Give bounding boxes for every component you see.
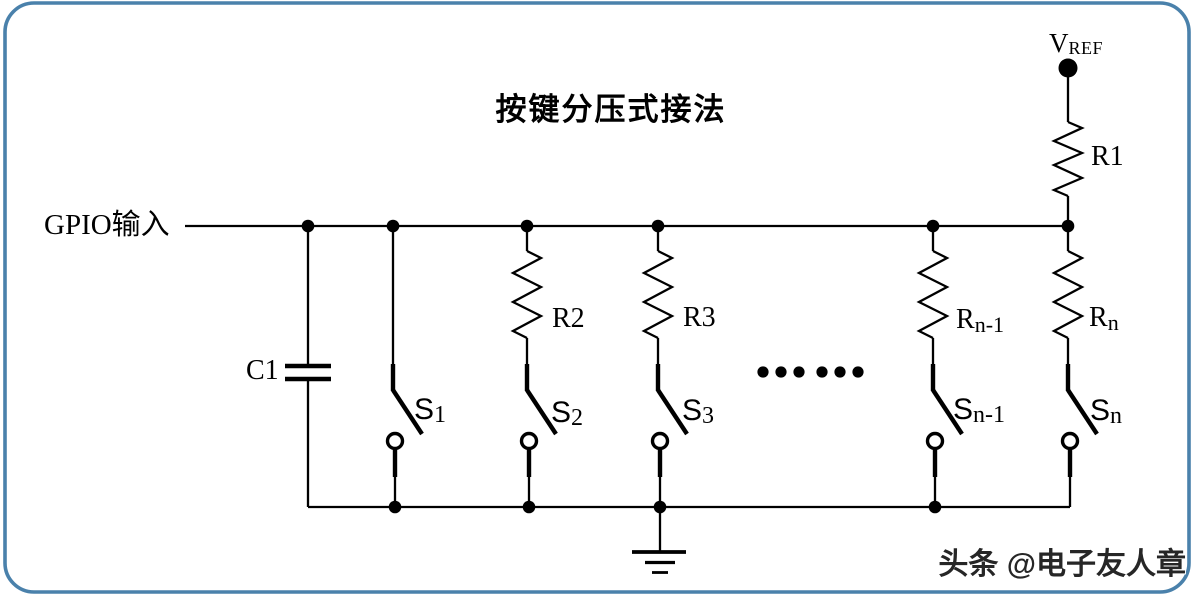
branch-rn-sn — [1051, 226, 1099, 507]
resistor-rn-1-label: Rn-1 — [956, 304, 1005, 337]
switch-s1-label-main: S — [414, 393, 435, 426]
resistor-r2-symbol — [510, 249, 544, 340]
switch-sn-label: Sn — [1090, 394, 1123, 429]
bottom-bus-wire — [308, 500, 1070, 514]
diagram-title: 按键分压式接法 — [495, 92, 727, 127]
switch-s1-label-sub: 1 — [434, 402, 447, 428]
resistor-r3-symbol — [641, 249, 675, 340]
switch-sn-1-blade — [931, 388, 964, 436]
branch-r2-s2 — [510, 226, 558, 507]
switch-s1-blade — [391, 388, 424, 436]
switch-sn-label-main: S — [1090, 394, 1111, 427]
switch-s2-blade — [525, 388, 558, 436]
resistor-r3-label: R3 — [683, 302, 716, 333]
switch-s2-label: S2 — [551, 396, 584, 431]
branch-r3-s3 — [641, 226, 689, 507]
resistor-rn-1-symbol — [916, 249, 950, 340]
ground-symbol — [632, 507, 686, 574]
switch-s2-contact — [519, 431, 539, 451]
resistor-r2-label: R2 — [552, 303, 585, 334]
resistor-rn-label: Rn — [1089, 302, 1119, 335]
branch-c1 — [285, 226, 331, 507]
gpio-input-label: GPIO输入 — [44, 209, 170, 241]
switch-sn-1-label-main: S — [953, 393, 974, 426]
branch-s1 — [385, 226, 424, 507]
switch-s1-contact — [385, 431, 405, 451]
switch-s2-label-main: S — [551, 396, 572, 429]
switch-sn-symbol — [1060, 364, 1099, 477]
ellipsis-dots — [757, 366, 864, 378]
switch-s3-symbol — [650, 364, 689, 477]
switch-s3-label-main: S — [682, 394, 703, 427]
switch-sn-1-symbol — [925, 364, 964, 477]
switch-sn-contact — [1060, 431, 1080, 451]
vref-terminal — [1058, 58, 1078, 122]
frame-border — [3, 1, 1191, 594]
vref-label: VREF — [1049, 28, 1104, 58]
switch-s3-blade — [656, 388, 689, 436]
switch-s2-symbol — [519, 364, 558, 477]
switch-sn-1-contact — [925, 431, 945, 451]
top-bus-wire — [185, 219, 1075, 233]
switch-s1-label: S1 — [414, 393, 447, 428]
vref-node-dot — [1058, 58, 1078, 78]
resistor-rn-symbol — [1051, 249, 1085, 340]
branch-rn-1-sn-1 — [916, 226, 964, 507]
vref-label-sub: REF — [1068, 38, 1104, 58]
junction-dot — [928, 500, 942, 514]
capacitor-c1-label: C1 — [246, 355, 279, 386]
switch-sn-label-sub: n — [1110, 403, 1123, 429]
resistor-r1-label: R1 — [1091, 141, 1124, 172]
switch-sn-1-label-sub: n-1 — [973, 402, 1006, 428]
switch-s1-symbol — [385, 364, 424, 477]
watermark: 头条 @电子友人章 — [938, 548, 1186, 581]
switch-sn-1-label: Sn-1 — [953, 393, 1006, 428]
vref-label-main: V — [1049, 28, 1069, 58]
resistor-r1-symbol — [1051, 120, 1085, 226]
resistor-rn-1-label-sub: n-1 — [974, 312, 1005, 337]
switch-sn-blade — [1066, 388, 1099, 436]
capacitor-c1-symbol — [285, 363, 331, 382]
switch-s3-contact — [650, 431, 670, 451]
resistor-rn-1-label-main: R — [956, 304, 975, 335]
switch-s2-label-sub: 2 — [571, 405, 584, 431]
resistor-rn-label-main: R — [1089, 302, 1108, 333]
junction-dot — [388, 500, 402, 514]
switch-s3-label-sub: 3 — [702, 403, 715, 429]
junction-dot — [522, 500, 536, 514]
switch-s3-label: S3 — [682, 394, 715, 429]
resistor-rn-label-sub: n — [1107, 310, 1119, 335]
